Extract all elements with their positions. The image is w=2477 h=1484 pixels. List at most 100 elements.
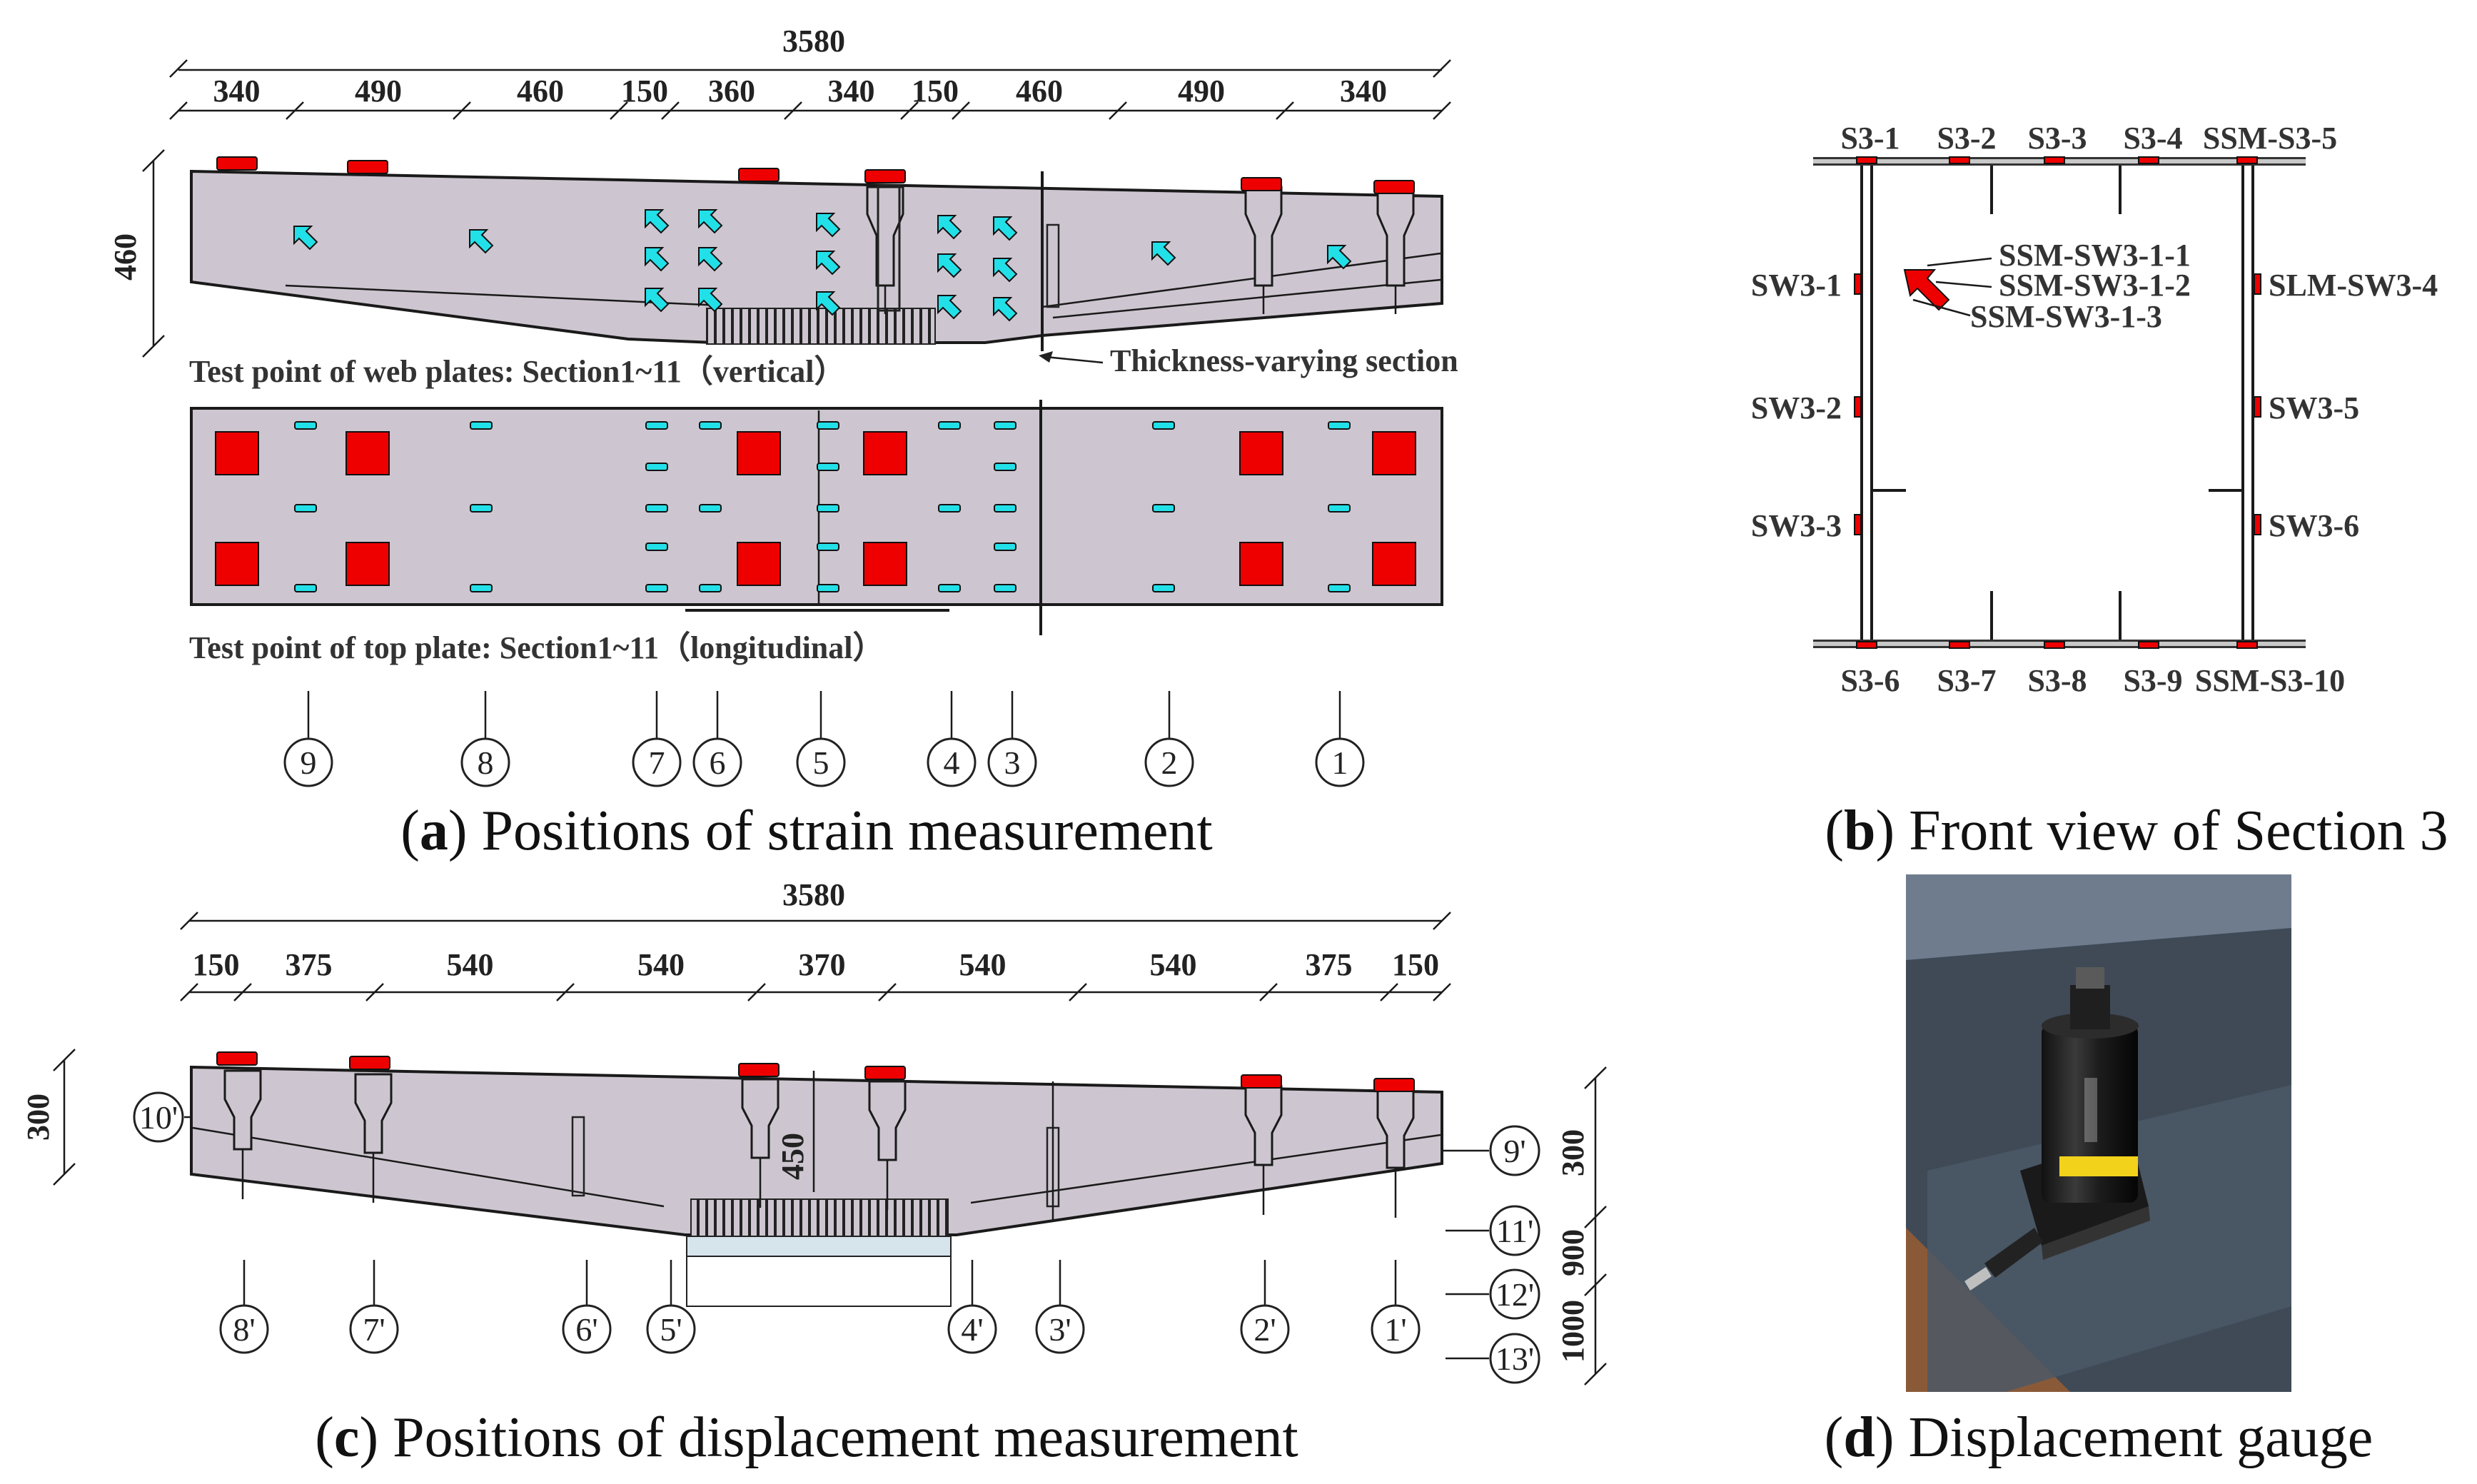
rosette-gauge: [293, 226, 318, 251]
section-marker-label: 4: [944, 744, 960, 781]
rosette-gauge: [816, 291, 841, 316]
segment-dim-c: 370: [799, 947, 846, 982]
rosette-gauge: [469, 229, 494, 254]
strain-gauge: [2138, 156, 2159, 164]
strain-gauge: [1854, 396, 1862, 418]
displacement-marker-label: 1': [1384, 1311, 1406, 1348]
section-label-right: SLM-SW3-4: [2269, 268, 2438, 303]
rosette-gauge: [816, 251, 841, 276]
segment-dim-c: 375: [286, 947, 333, 982]
strain-gauge-square: [863, 542, 907, 586]
strain-gauge-dash: [294, 584, 317, 592]
strain-gauge-dash: [1328, 504, 1351, 513]
segment-dim-c: 540: [447, 947, 494, 982]
strain-gauge-dash: [645, 584, 668, 592]
strain-gauge-dash: [699, 421, 722, 430]
strain-gauge: [216, 1051, 258, 1066]
strain-gauge-dash: [470, 504, 493, 513]
section-label-top: SSM-S3-5: [2203, 121, 2337, 156]
displacement-marker-label: 10': [139, 1099, 178, 1136]
right-dim-1000: 1000: [1555, 1300, 1590, 1363]
strain-gauge-dash: [817, 584, 839, 592]
strain-gauge: [1856, 641, 1877, 649]
strain-gauge-dash: [817, 463, 839, 471]
strain-gauge-square: [345, 542, 390, 586]
section-marker-label: 9: [301, 744, 317, 781]
rosette-label-2: SSM-SW3-1-2: [1999, 268, 2191, 303]
section-label-top: S3-1: [1840, 121, 1900, 156]
segment-dim-a: 340: [213, 74, 261, 108]
strain-gauge-dash: [699, 504, 722, 513]
section-label-right: SW3-6: [2269, 508, 2359, 543]
strain-gauge: [1854, 273, 1862, 295]
displacement-marker-label: 12': [1495, 1276, 1534, 1313]
strain-gauge: [1241, 1074, 1282, 1089]
caption-b: (b) Front view of Section 3: [1825, 799, 2448, 862]
top-label: Test point of top plate: Section1~11（lon…: [189, 630, 884, 665]
strain-gauge: [2044, 641, 2065, 649]
strain-gauge-dash: [1152, 421, 1175, 430]
section-marker-label: 2: [1161, 744, 1178, 781]
section-marker: [796, 737, 846, 787]
rosette-gauge: [816, 213, 841, 238]
segment-dim-c: 540: [959, 947, 1007, 982]
section-label-bottom: S3-6: [1840, 663, 1900, 698]
section-label-bottom: S3-8: [2027, 663, 2087, 698]
section-marker: [987, 737, 1037, 787]
displacement-girder: 450: [190, 1051, 1443, 1307]
strain-gauge-dash: [994, 542, 1016, 551]
segment-dim-c: 375: [1306, 947, 1353, 982]
strain-gauge: [2236, 156, 2258, 164]
strain-gauge-dash: [645, 463, 668, 471]
strain-gauge-dash: [994, 584, 1016, 592]
displacement-marker: [562, 1304, 612, 1354]
strain-gauge: [347, 160, 388, 174]
right-dim-300: 300: [1555, 1129, 1590, 1176]
strain-gauge: [1949, 156, 1970, 164]
strain-gauge-dash: [470, 421, 493, 430]
strain-gauge: [864, 1066, 906, 1080]
strain-gauge: [2236, 641, 2258, 649]
strain-gauge: [1373, 1078, 1415, 1092]
section-marker-label: 1: [1332, 744, 1348, 781]
section-marker-label: 7: [649, 744, 665, 781]
section-label-bottom: S3-7: [1937, 663, 1996, 698]
section-label-bottom: SSM-S3-10: [2195, 663, 2345, 698]
section-marker: [1144, 737, 1194, 787]
strain-gauge: [738, 1063, 780, 1077]
strain-gauge-dash: [938, 504, 961, 513]
strain-gauge-dash: [699, 584, 722, 592]
displacement-marker: [349, 1304, 399, 1354]
strain-gauge-square: [737, 542, 781, 586]
section-label-right: SW3-5: [2269, 390, 2359, 425]
section-label-left: SW3-3: [1751, 508, 1842, 543]
strain-gauge-square: [1239, 542, 1283, 586]
displacement-marker-label: 4': [961, 1311, 983, 1348]
segment-dim-c: 540: [637, 947, 685, 982]
segment-dim-a: 490: [355, 74, 402, 108]
strain-gauge-dash: [817, 504, 839, 513]
strain-gauge-square: [1372, 542, 1416, 586]
section-marker: [692, 737, 742, 787]
strain-gauge-dash: [994, 504, 1016, 513]
rosette-gauge: [645, 288, 670, 313]
section-marker-label: 6: [710, 744, 726, 781]
strain-gauge-square: [1239, 431, 1283, 475]
inner-height-dim: 450: [775, 1133, 810, 1180]
panel-d: (d) Displacement gauge: [1825, 874, 2373, 1469]
rosette-gauge: [937, 295, 962, 320]
rosette-gauge: [993, 216, 1018, 241]
strain-gauge-dash: [994, 463, 1016, 471]
strain-gauge-square: [215, 542, 259, 586]
rosette-gauge: [993, 297, 1018, 322]
rosette-gauge: [698, 247, 723, 272]
strain-gauge-dash: [1328, 584, 1351, 592]
thickness-label: Thickness-varying section: [1110, 343, 1458, 378]
strain-gauge-dash: [470, 584, 493, 592]
total-dim-a: 3580: [782, 24, 845, 59]
displacement-marker: [1489, 1125, 1540, 1176]
displacement-marker: [1240, 1304, 1290, 1354]
displacement-marker-label: 2': [1253, 1311, 1276, 1348]
strain-gauge-dash: [1328, 421, 1351, 430]
